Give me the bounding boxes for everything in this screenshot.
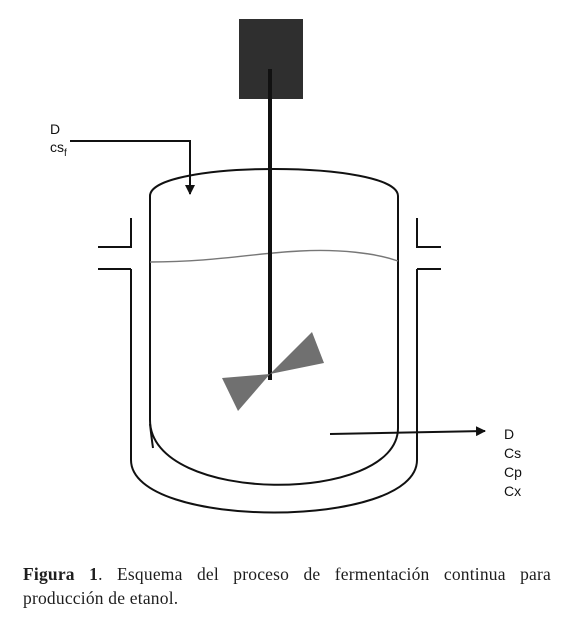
vessel-top-dome xyxy=(149,168,399,197)
impeller-blade-left xyxy=(222,374,270,411)
inlet-label-substrate: csf xyxy=(50,139,67,159)
vessel-bottom-inner-notch xyxy=(149,423,154,449)
caption-text: . Esquema del proceso de fermentación co… xyxy=(23,564,551,608)
impeller-blade-right xyxy=(270,332,324,374)
inlet-label-flow: D xyxy=(50,121,60,137)
cooling-jacket xyxy=(98,218,441,514)
figure-caption: Figura 1. Esquema del proceso de ferment… xyxy=(23,562,551,610)
figure-label: Figura 1 xyxy=(23,564,99,584)
reactor-vessel xyxy=(149,168,399,486)
jacket-shell xyxy=(130,269,418,514)
jacket-left-upper-flange xyxy=(98,218,132,248)
jacket-right-upper-flange xyxy=(416,218,441,248)
outlet-label-substrate: Cs xyxy=(504,445,521,461)
vessel-bottom xyxy=(149,419,399,486)
fermenter-diagram: D csf D Cs Cp Cx xyxy=(50,19,522,514)
inlet-arrow xyxy=(70,140,195,195)
outlet-label-biomass: Cx xyxy=(504,483,521,499)
liquid-surface xyxy=(149,249,399,263)
outlet-arrow xyxy=(329,426,486,437)
impeller xyxy=(222,332,324,411)
outlet-label-flow: D xyxy=(504,426,514,442)
inlet-substrate-base: cs xyxy=(50,139,64,155)
inlet-substrate-subscript: f xyxy=(64,148,67,159)
outlet-label-product: Cp xyxy=(504,464,522,480)
